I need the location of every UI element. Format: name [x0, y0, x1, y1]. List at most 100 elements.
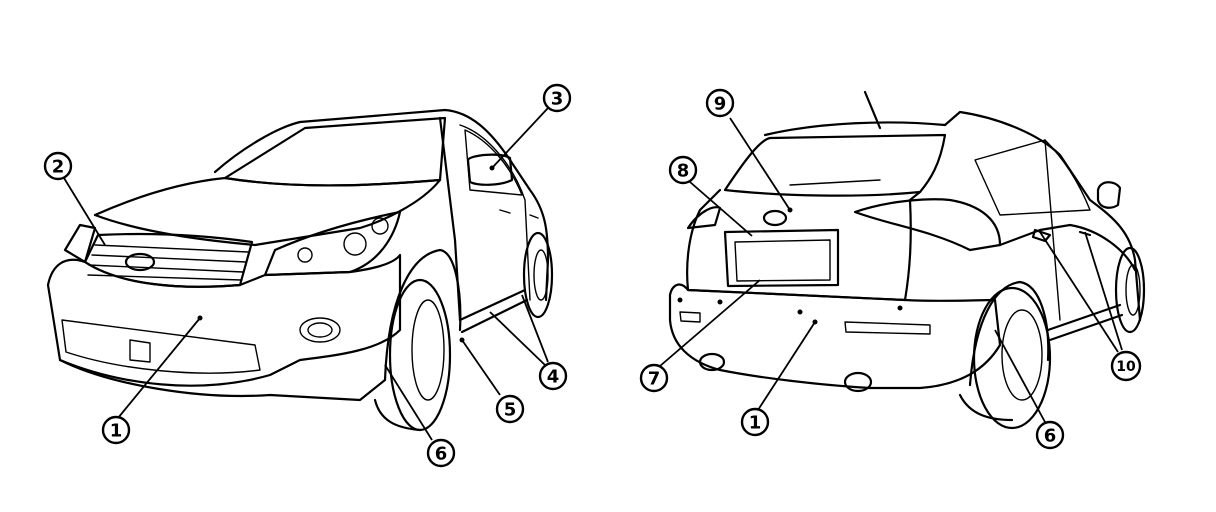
front-headlight-lens-1	[343, 232, 367, 256]
leader-front-5	[461, 339, 501, 396]
front-rear-rim	[533, 249, 549, 301]
front-rear-wheel	[522, 231, 554, 319]
callout-front-2: 2	[43, 151, 73, 181]
leader-rear-9	[729, 117, 791, 211]
callout-front-4-label: 4	[547, 367, 560, 388]
front-hood	[93, 176, 442, 247]
callout-rear-6: 6	[1035, 420, 1065, 450]
rear-side-window	[974, 139, 1091, 216]
callout-rear-1-label: 1	[749, 413, 762, 434]
rear-wheel-tire	[972, 286, 1052, 430]
leader-rear-9-dot	[787, 207, 793, 213]
rear-window	[723, 133, 947, 197]
front-side-sill	[458, 288, 529, 334]
front-windshield	[223, 116, 447, 187]
rear-license-garnish	[723, 228, 840, 288]
rear-side-mirror	[1096, 181, 1122, 209]
callout-rear-6-label: 6	[1044, 426, 1057, 447]
callout-front-6-label: 6	[435, 444, 448, 465]
front-rear-door	[459, 124, 531, 301]
callout-front-1-label: 1	[110, 421, 123, 442]
front-door-handle-2	[529, 214, 539, 219]
rear-side-sill	[1046, 303, 1124, 342]
callout-rear-10: 10	[1110, 350, 1142, 382]
rear-sensor-4	[677, 297, 683, 303]
rear-sensor-3	[897, 305, 903, 311]
rear-hatch	[686, 188, 922, 302]
callout-rear-7-label: 7	[648, 369, 661, 390]
leader-front-5-dot	[459, 337, 465, 343]
leader-rear-10a	[1039, 231, 1119, 353]
front-lower-intake	[61, 319, 261, 374]
leader-lines	[63, 107, 1123, 441]
front-fog-lamp	[299, 317, 341, 343]
callout-front-6: 6	[426, 438, 456, 468]
front-side-window	[464, 129, 523, 196]
callout-rear-8: 8	[668, 155, 698, 185]
leader-front-3	[491, 107, 549, 169]
front-wheel-tire	[388, 278, 452, 432]
leader-front-4b	[521, 294, 549, 363]
rear-license-plate	[734, 239, 831, 282]
leader-front-1	[117, 317, 201, 419]
leader-front-1-dot	[197, 315, 203, 321]
callouts: 1 2 3 4 5 6 9 8	[43, 83, 1142, 468]
leader-front-3-dot	[489, 165, 495, 171]
leader-rear-6	[994, 329, 1046, 423]
front-wheel-arch	[383, 248, 462, 382]
rear-taillight-right	[853, 198, 1002, 252]
front-wheel-rim	[411, 299, 445, 401]
rear-sensor-2	[797, 309, 803, 315]
rear-roof-spoiler	[763, 110, 1142, 322]
leader-rear-10b	[1084, 231, 1123, 351]
front-bumper-bottom	[58, 358, 387, 402]
callout-rear-1: 1	[740, 407, 770, 437]
front-mirror	[466, 153, 514, 186]
callout-front-5-label: 5	[504, 400, 517, 421]
leader-front-4a	[489, 311, 546, 366]
front-headlight-lens-3	[297, 247, 313, 263]
rear-taillight-left	[686, 206, 722, 230]
callout-rear-8-label: 8	[677, 161, 690, 182]
infiniti-emblem-rear	[762, 209, 788, 227]
rear-reflector-left	[679, 311, 701, 323]
front-bumper	[46, 253, 402, 387]
front-door-handle-1	[499, 209, 511, 214]
front-plate	[129, 339, 151, 363]
callout-rear-7: 7	[639, 363, 669, 393]
rear-exhaust-right	[843, 371, 873, 393]
front-headlight-lens-2	[371, 217, 389, 235]
front-vehicle-drawing	[46, 108, 554, 432]
leader-rear-1-dot	[812, 319, 818, 325]
front-headlight-left	[63, 223, 97, 264]
leader-front-6	[384, 364, 433, 441]
rear-wheel-bottom	[958, 393, 1014, 422]
callout-front-3: 3	[542, 83, 572, 113]
rear-far-rim	[1125, 264, 1141, 316]
rear-wiper	[789, 179, 881, 186]
rear-vehicle-drawing	[668, 90, 1146, 430]
rear-far-wheel	[1114, 246, 1146, 334]
rear-reflector-right	[844, 321, 931, 335]
callout-rear-10-label: 10	[1116, 359, 1136, 375]
front-grille-slats	[87, 244, 249, 281]
callout-rear-9: 9	[705, 88, 735, 118]
front-fog-lamp-inner	[307, 322, 333, 338]
rear-sensor-1	[717, 299, 723, 305]
callout-rear-9-label: 9	[714, 94, 727, 115]
front-headlight-right	[263, 210, 402, 277]
rear-wheel-rim	[1001, 309, 1043, 401]
callout-front-1: 1	[101, 415, 131, 445]
rear-exhaust-left	[698, 352, 726, 372]
rear-side-body	[998, 223, 1137, 272]
front-door-edge	[438, 116, 462, 322]
infiniti-emblem-front	[124, 252, 156, 272]
callout-front-3-label: 3	[551, 89, 564, 110]
callout-front-4: 4	[538, 361, 568, 391]
callout-front-5: 5	[495, 394, 525, 424]
leader-rear-8	[689, 181, 753, 237]
rear-door-line	[1044, 139, 1061, 321]
front-roof-outline	[213, 108, 550, 302]
